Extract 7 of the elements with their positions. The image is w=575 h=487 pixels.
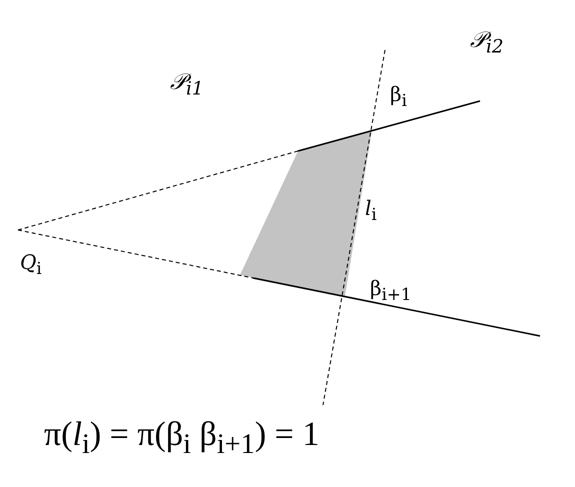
math-label: 𝒫$_{i2}$ bbox=[470, 30, 504, 57]
formula: π(l$_{i}$) = π(β$_{i}$ β$_{i+1}$) = 1 bbox=[44, 418, 320, 460]
math-label: 𝒫$_{i1}$ bbox=[170, 72, 204, 99]
math-label: Q$_{i}$ bbox=[20, 252, 42, 278]
math-label: β$_{i+1}$ bbox=[370, 278, 412, 304]
math-label: β$_{i}$ bbox=[390, 84, 407, 110]
math-label: l$_{i}$ bbox=[365, 198, 377, 224]
